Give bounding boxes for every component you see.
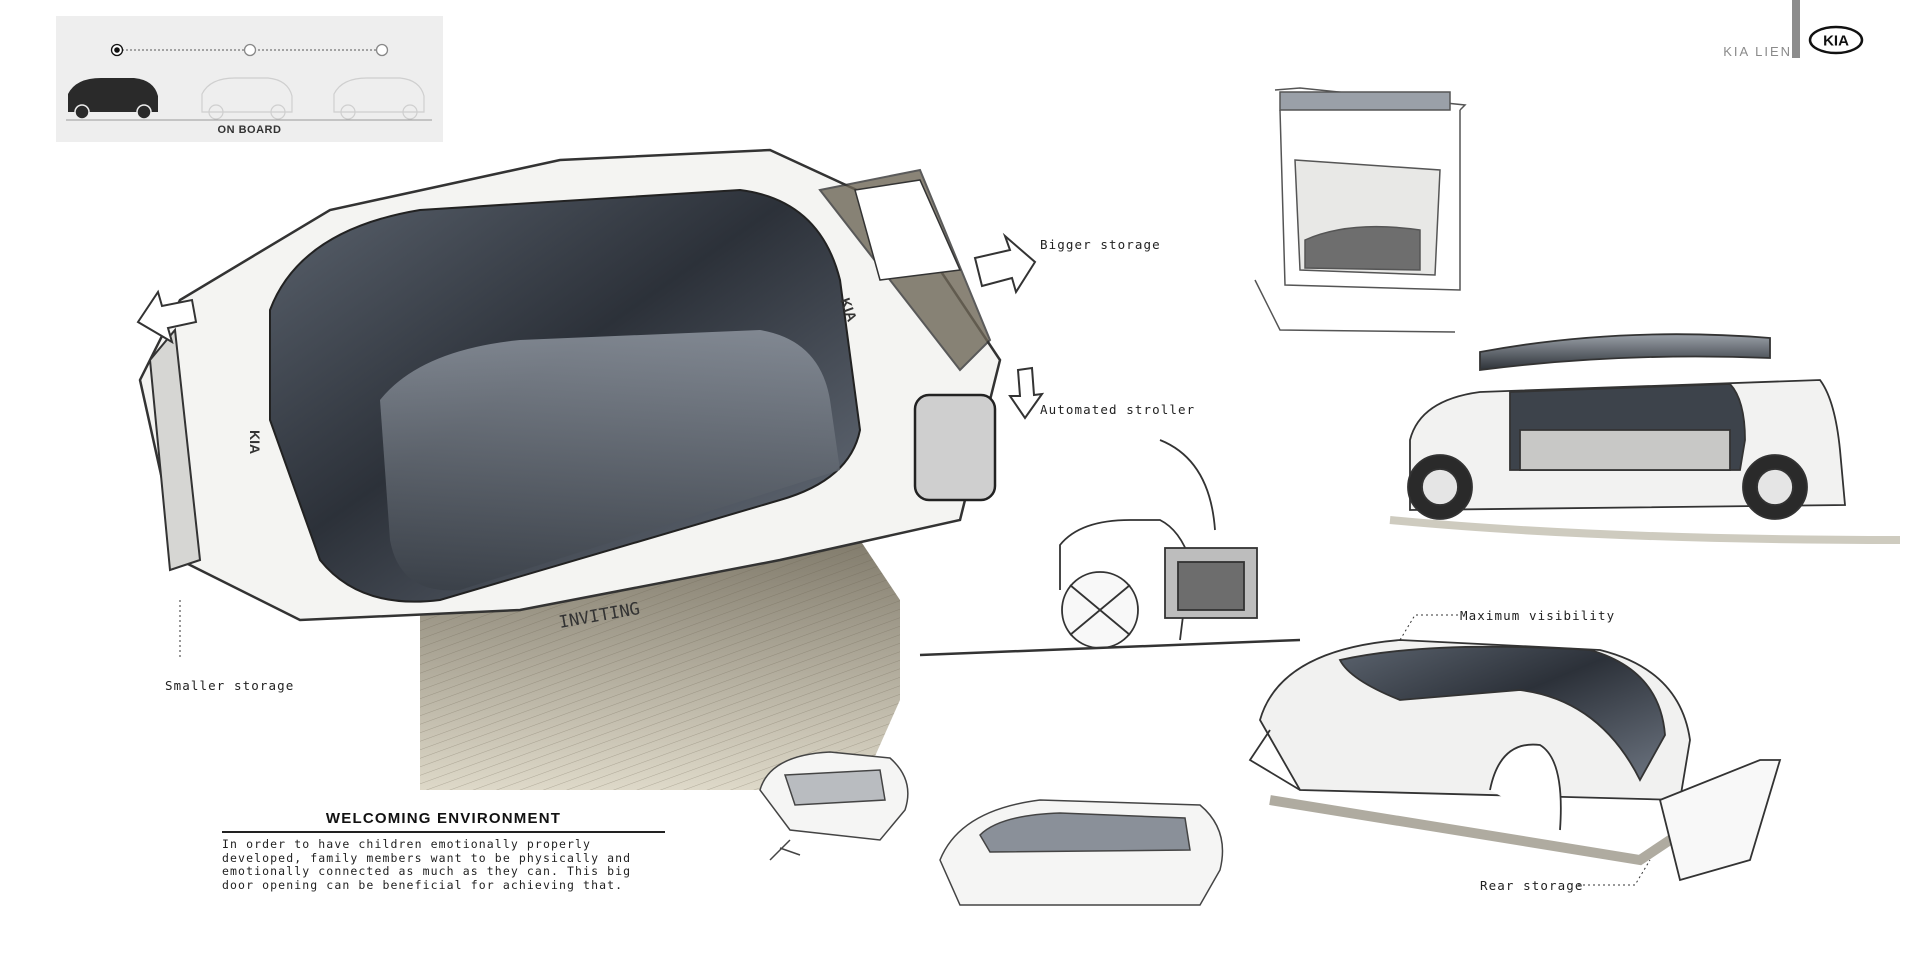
svg-text:KIA: KIA <box>247 430 263 454</box>
vehicle-icon-inactive-1 <box>201 77 293 120</box>
svg-text:KIA: KIA <box>837 296 860 324</box>
callout-rear-storage: Rear storage <box>1480 878 1584 893</box>
stroller-sketch <box>919 439 1301 657</box>
callout-bigger-storage: Bigger storage <box>1040 237 1161 252</box>
vehicle-icon-inactive-2 <box>333 77 425 120</box>
main-vehicle-sketch: KIA KIA INVITING <box>138 148 1002 790</box>
small-top-view-sketch-1 <box>759 751 909 861</box>
arrow-down-icon <box>1008 366 1045 420</box>
progress-panel: ON BOARD <box>56 16 443 142</box>
svg-text:KIA: KIA <box>1823 33 1849 50</box>
vehicle-icon-active <box>68 78 158 120</box>
brand-name: KIA LIEN <box>1723 44 1792 59</box>
progress-track <box>66 43 432 121</box>
section-body-text: In order to have children emotionally pr… <box>222 837 632 892</box>
brand-divider <box>1792 0 1800 58</box>
trunk-sketch <box>1254 87 1467 333</box>
callout-maximum-visibility: Maximum visibility <box>1460 608 1616 623</box>
progress-step-3 <box>375 43 389 57</box>
section-title: WELCOMING ENVIRONMENT <box>325 810 562 827</box>
callout-smaller-storage: Smaller storage <box>165 678 295 693</box>
three-quarter-vehicle-sketch <box>1248 639 1782 882</box>
side-view-vehicle-sketch <box>1389 333 1901 544</box>
kia-logo: KIA <box>1808 25 1864 55</box>
section-title-underline <box>222 831 665 833</box>
small-top-view-sketch-2 <box>939 799 1224 906</box>
progress-step-label: ON BOARD <box>217 124 282 136</box>
arrow-right-icon <box>973 232 1037 295</box>
callout-automated-stroller: Automated stroller <box>1040 402 1196 417</box>
arrow-left-icon <box>136 289 198 345</box>
callout-leader-lines <box>179 600 1651 886</box>
progress-step-2 <box>243 43 257 57</box>
